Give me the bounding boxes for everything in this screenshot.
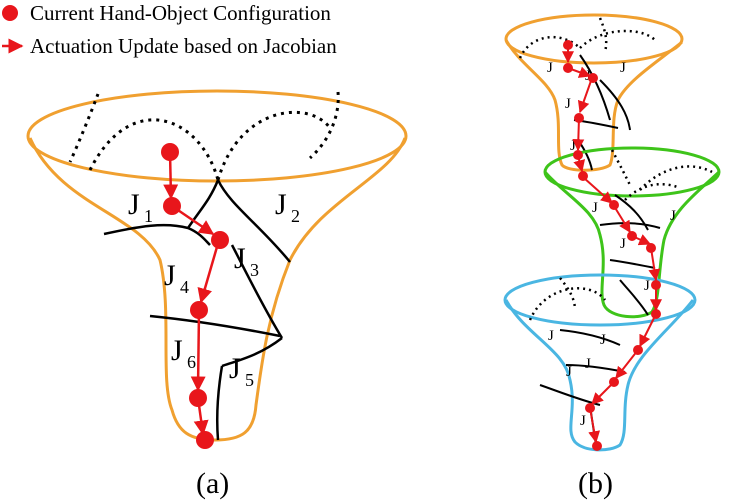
- svg-text:5: 5: [245, 370, 254, 390]
- svg-text:4: 4: [180, 277, 189, 297]
- config-point: [563, 40, 573, 50]
- region-label-j: J: [565, 96, 571, 112]
- funnel-b-green: J J J J: [543, 146, 721, 319]
- legend-dot-icon: [2, 5, 18, 21]
- configuration-points-b: [563, 40, 661, 451]
- config-point: [592, 441, 602, 451]
- region-label-j: J: [548, 328, 554, 344]
- config-point: [190, 301, 208, 319]
- region-label-j: J: [566, 364, 572, 380]
- config-point: [651, 309, 661, 319]
- region-label-j: J: [580, 413, 586, 429]
- panel-a: J 1 J 2 J 3 J 4 J 5 J 6: [26, 89, 408, 500]
- region-label-j: J: [620, 60, 626, 76]
- config-point: [573, 150, 583, 160]
- region-label-j: J: [592, 200, 598, 216]
- region-label-j: J: [585, 356, 591, 372]
- panel-a-caption: (a): [196, 467, 229, 500]
- config-point: [578, 171, 588, 181]
- panel-b: J J J J J J J: [503, 13, 721, 500]
- funnel-a-rim: [26, 89, 408, 183]
- config-point: [563, 63, 573, 73]
- svg-text:J: J: [229, 352, 241, 385]
- legend-arrow-label: Actuation Update based on Jacobian: [30, 34, 337, 58]
- config-point: [646, 243, 656, 253]
- config-point: [163, 197, 181, 215]
- config-point: [574, 113, 584, 123]
- region-label-j1: J 1: [128, 188, 153, 226]
- svg-text:J: J: [171, 334, 183, 367]
- configuration-points-a: [161, 143, 229, 449]
- panel-b-caption: (b): [578, 467, 613, 500]
- config-point: [161, 143, 179, 161]
- region-label-j: J: [600, 332, 606, 348]
- region-label-j: J: [644, 278, 650, 294]
- config-point: [588, 73, 598, 83]
- region-label-j4: J 4: [164, 259, 189, 297]
- region-label-j: J: [670, 208, 676, 224]
- svg-text:6: 6: [187, 352, 196, 372]
- config-point: [585, 403, 595, 413]
- svg-text:J: J: [164, 259, 176, 292]
- region-label-j2: J 2: [275, 188, 300, 226]
- config-point: [627, 231, 637, 241]
- svg-text:J: J: [234, 242, 246, 275]
- region-label-j6: J 6: [171, 334, 196, 372]
- legend: Current Hand-Object Configuration Actuat…: [2, 1, 337, 58]
- svg-text:1: 1: [144, 206, 153, 226]
- funnel-b-orange: J J J J J: [504, 13, 684, 172]
- svg-text:2: 2: [291, 206, 300, 226]
- config-point: [211, 231, 229, 249]
- region-label-j: J: [620, 236, 626, 252]
- funnel-b-blue: J J J J J: [503, 273, 697, 452]
- region-label-j5: J 5: [229, 352, 254, 390]
- config-point: [651, 280, 661, 290]
- region-label-j: J: [547, 60, 553, 76]
- funnel-a-outline: [28, 137, 407, 442]
- funnel-a-hidden-edges: [68, 91, 340, 181]
- config-point: [609, 200, 619, 210]
- svg-text:J: J: [275, 188, 287, 221]
- funnel-a-region-edges: [103, 179, 291, 441]
- config-point: [189, 389, 207, 407]
- config-point: [609, 377, 619, 387]
- svg-text:3: 3: [250, 260, 259, 280]
- legend-dot-label: Current Hand-Object Configuration: [30, 1, 331, 25]
- config-point: [196, 431, 214, 449]
- svg-text:J: J: [128, 188, 140, 221]
- region-label-j3: J 3: [234, 242, 259, 280]
- config-point: [633, 345, 643, 355]
